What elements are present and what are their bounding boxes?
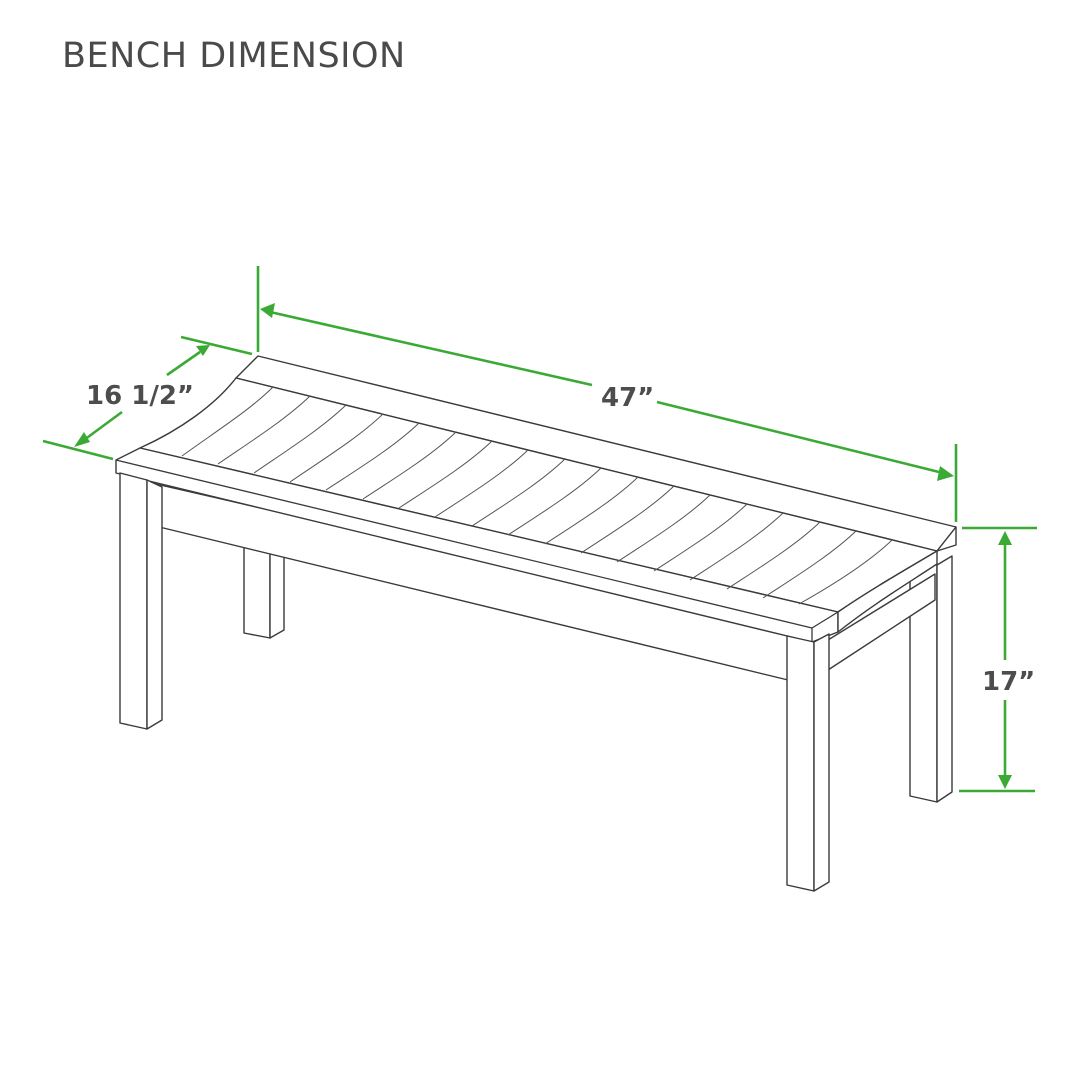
back-left-leg	[243, 539, 285, 639]
front-right-leg	[786, 633, 830, 892]
height-label: 17”	[982, 667, 1035, 697]
height-dimension	[959, 526, 1037, 793]
length-dimension	[256, 266, 958, 522]
front-left-leg	[119, 472, 163, 730]
depth-dimension	[42, 335, 253, 461]
length-label: 47”	[601, 383, 654, 413]
page-title: BENCH DIMENSION	[62, 36, 406, 76]
seat-top	[115, 355, 957, 643]
depth-label: 16 1/2”	[86, 381, 194, 411]
seat-slats	[181, 386, 893, 605]
